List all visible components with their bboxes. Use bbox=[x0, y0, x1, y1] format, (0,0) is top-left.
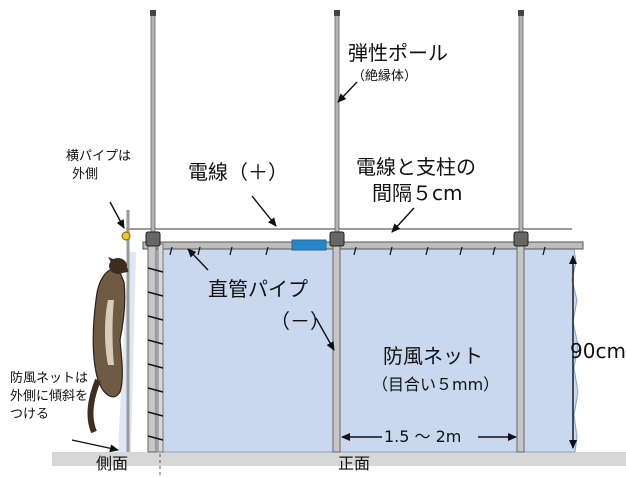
left-post bbox=[147, 243, 164, 453]
straight-pipe-minus-label: （－） bbox=[270, 309, 330, 333]
animal-illustration bbox=[87, 257, 129, 434]
arrow-elastic-pole bbox=[337, 81, 358, 103]
side-view-label: 側面 bbox=[96, 454, 129, 473]
net-tilt-label-line2: 外側に傾斜を bbox=[10, 389, 89, 404]
spacing-label: 1.5 ～ 2m bbox=[384, 427, 462, 446]
wire-plus-label: 電線（＋） bbox=[188, 160, 288, 184]
arrow-straight-pipe bbox=[187, 248, 209, 271]
ground-strip bbox=[52, 452, 626, 466]
arrow-wire bbox=[251, 195, 277, 227]
net-tilt-label-line1: 防風ネットは bbox=[10, 371, 89, 386]
elastic-poles bbox=[150, 11, 524, 238]
insulator-tape bbox=[291, 239, 327, 251]
pole-clamps bbox=[145, 231, 529, 247]
post-middle bbox=[332, 243, 341, 453]
windbreak-net-label: 防風ネット bbox=[383, 344, 483, 368]
straight-pipe-label: 直管パイプ bbox=[208, 277, 308, 301]
arrow-side-pipe bbox=[109, 201, 125, 229]
mesh-note-label: （目合い５mm） bbox=[372, 375, 500, 394]
wire-gap-label-line2: 間隔５cm bbox=[372, 181, 463, 205]
side-pipe-label-line1: 横パイプは bbox=[66, 149, 132, 164]
straight-pipe bbox=[142, 241, 584, 250]
height-label: 90cm bbox=[570, 339, 626, 363]
pole-caps bbox=[150, 10, 524, 16]
net-tilt-label-line3: つける bbox=[10, 407, 50, 422]
post-right bbox=[516, 243, 525, 453]
elastic-pole-label: 弾性ポール bbox=[348, 41, 448, 65]
front-view-label: 正面 bbox=[338, 454, 371, 473]
side-pipe-label-line2: 外側 bbox=[72, 167, 99, 182]
pipe-ties bbox=[169, 246, 546, 256]
wire-gap-label-line1: 電線と支柱の bbox=[356, 155, 476, 179]
side-insulator bbox=[121, 231, 131, 241]
elastic-pole-note: （絶縁体） bbox=[352, 69, 418, 84]
arrow-pipe-minus bbox=[315, 317, 335, 351]
arrow-wire-gap bbox=[391, 207, 415, 233]
arrow-net-tilt bbox=[71, 439, 119, 453]
